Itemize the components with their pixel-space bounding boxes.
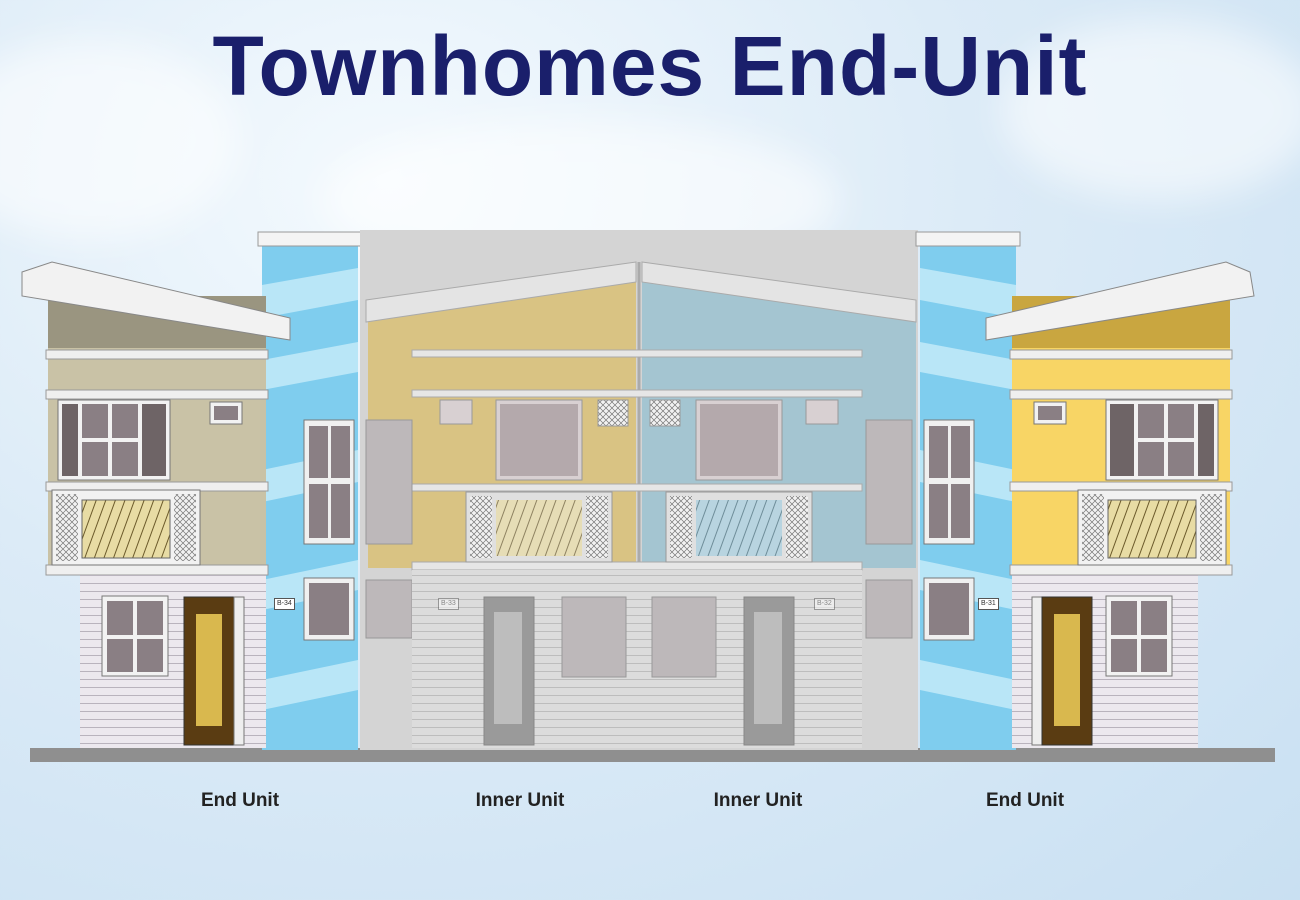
end-unit-left [21, 231, 363, 750]
end-unit-right [915, 231, 1255, 750]
background-cloud [0, 40, 240, 240]
unit-label-end-right: End Unit [985, 790, 1065, 811]
unit-tag: B-32 [814, 598, 835, 610]
unit-tag: B-33 [438, 598, 459, 610]
unit-label-inner-1: Inner Unit [475, 790, 565, 811]
unit-label-end-left: End Unit [200, 790, 280, 811]
unit-tag: B-34 [274, 598, 295, 610]
unit-label-inner-2: Inner Unit [713, 790, 803, 811]
page-title: Townhomes End-Unit [212, 19, 1088, 113]
background-cloud [1000, 20, 1300, 200]
ground-line [30, 748, 1275, 762]
unit-tag: B-31 [978, 598, 999, 610]
inner-units-block [360, 230, 918, 750]
